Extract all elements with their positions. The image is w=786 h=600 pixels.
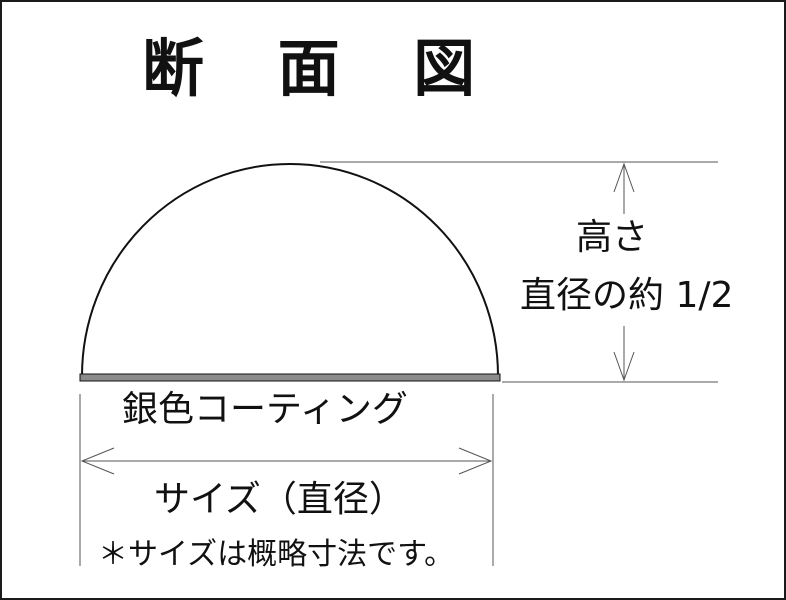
height-arrow-up-icon	[613, 162, 635, 193]
width-arrow-right-icon	[458, 447, 493, 475]
dome-outline	[81, 163, 499, 377]
silver-coating-base	[79, 373, 501, 382]
height-arrow-down-icon	[613, 351, 635, 382]
size-note: ＊サイズは概略寸法です。	[98, 537, 455, 572]
width-arrow-left-icon	[80, 447, 115, 475]
size-label: サイズ（直径）	[154, 479, 405, 520]
coating-label: 銀色コーティング	[122, 389, 408, 430]
diagram-title: 断 面 図	[142, 32, 502, 105]
height-label-line1: 高さ	[576, 217, 649, 258]
height-label-line2: 直径の約 1/2	[520, 275, 734, 316]
